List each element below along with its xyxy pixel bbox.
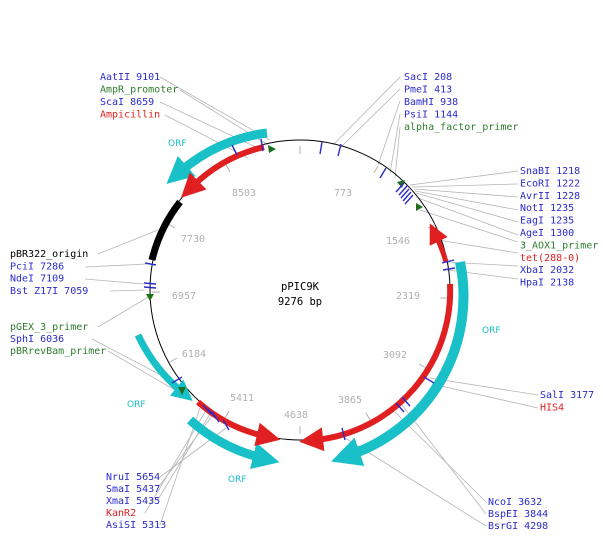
tick-label: 2319 [396, 291, 420, 302]
primer-sites [146, 145, 423, 395]
orf-label: ORF [482, 326, 501, 336]
feature-label-enzyme: NcoI 3632 [488, 497, 542, 508]
plasmid-size: 9276 bp [278, 296, 322, 308]
feature-label-enzyme: SalI 3177 [540, 390, 594, 401]
feature-label-enzyme: Bst Z17I 7059 [10, 286, 88, 297]
orf-arc-bottom [186, 416, 280, 469]
feature-label-enzyme: SnaBI 1218 [520, 166, 580, 177]
ampr-promoter-marker [268, 145, 276, 153]
kanr2-gene [196, 399, 281, 447]
feature-label-enzyme: PciI 7286 [10, 261, 64, 272]
feature-label-enzyme: XmaI 5435 [106, 496, 160, 507]
feature-label-enzyme: XbaI 2032 [520, 265, 574, 276]
feature-label-enzyme: BsrGI 4298 [488, 521, 548, 532]
orf-arc-top [166, 128, 268, 184]
pgex-primer-marker [146, 294, 154, 301]
tick-label: 6957 [172, 291, 196, 302]
orf-features [134, 128, 469, 469]
feature-label-gene: KanR2 [106, 508, 136, 519]
feature-label-enzyme: AatII 9101 [100, 72, 160, 83]
feature-label-enzyme: EcoRI 1222 [520, 178, 580, 189]
origin-feature [148, 199, 183, 261]
feature-label-primer: alpha_factor_primer [404, 122, 518, 133]
feature-label-enzyme: PmeI 413 [404, 85, 452, 96]
feature-label-enzyme: SacI 208 [404, 72, 452, 83]
feature-label-enzyme: SmaI 5437 [106, 484, 160, 495]
position-labels: 773 1546 2319 3092 3865 4638 5411 6184 6… [172, 188, 420, 421]
feature-label-gene: HIS4 [540, 403, 564, 414]
tick-label: 7730 [181, 234, 205, 245]
orf-label: ORF [228, 475, 247, 485]
alpha-factor-primer-marker [397, 180, 405, 188]
feature-label-primer: AmpR_promoter [100, 85, 178, 96]
feature-label-enzyme: AgeI 1300 [520, 228, 574, 239]
orf-arc-left [134, 333, 193, 401]
feature-label-enzyme: PsiI 1144 [404, 110, 458, 121]
orf-label: ORF [168, 139, 187, 149]
plasmid-name: pPIC9K [281, 281, 320, 293]
feature-label-enzyme: HpaI 2138 [520, 278, 574, 289]
tick-label: 4638 [284, 410, 308, 421]
feature-label-enzyme: SphI 6036 [10, 334, 64, 345]
feature-label-enzyme: BspEI 3844 [488, 509, 548, 520]
restriction-site-marks [143, 138, 456, 441]
feature-label-enzyme: NruI 5654 [106, 472, 160, 483]
his4-gene [299, 283, 454, 452]
feature-label-gene: tet(288-0) [520, 253, 580, 264]
tick-label: 5411 [230, 393, 254, 404]
feature-label-primer: 3_AOX1_primer [520, 240, 598, 251]
tick-label: 6184 [182, 349, 206, 360]
feature-label-enzyme: AsiSI 5313 [106, 520, 166, 531]
feature-label-primer: pBRrevBam_primer [10, 346, 106, 357]
tick-label: 3865 [338, 395, 362, 406]
orf-label: ORF [127, 400, 146, 410]
feature-label-enzyme: BamHI 938 [404, 97, 458, 108]
tick-label: 1546 [386, 236, 410, 247]
tick-label: 773 [334, 188, 352, 199]
feature-label-enzyme: AvrII 1228 [520, 191, 580, 202]
tick-label: 8503 [232, 188, 256, 199]
aox1-primer-marker [416, 203, 423, 211]
orf-arc-right [331, 260, 469, 466]
pbrrevbam-primer-marker [178, 387, 186, 395]
tick-label: 3092 [383, 350, 407, 361]
feature-label-enzyme: NdeI 7109 [10, 274, 64, 285]
feature-label-enzyme: ScaI 8659 [100, 97, 154, 108]
orf-labels: ORF ORF ORF ORF [127, 139, 501, 485]
feature-label-enzyme: NotI 1235 [520, 203, 574, 214]
feature-label-gene: Ampicillin [100, 110, 160, 121]
feature-label-primer: pGEX_3_primer [10, 322, 88, 333]
feature-label-enzyme: EagI 1235 [520, 216, 574, 227]
ampicillin-gene [181, 144, 265, 198]
feature-label-origin: pBR322_origin [10, 249, 88, 260]
